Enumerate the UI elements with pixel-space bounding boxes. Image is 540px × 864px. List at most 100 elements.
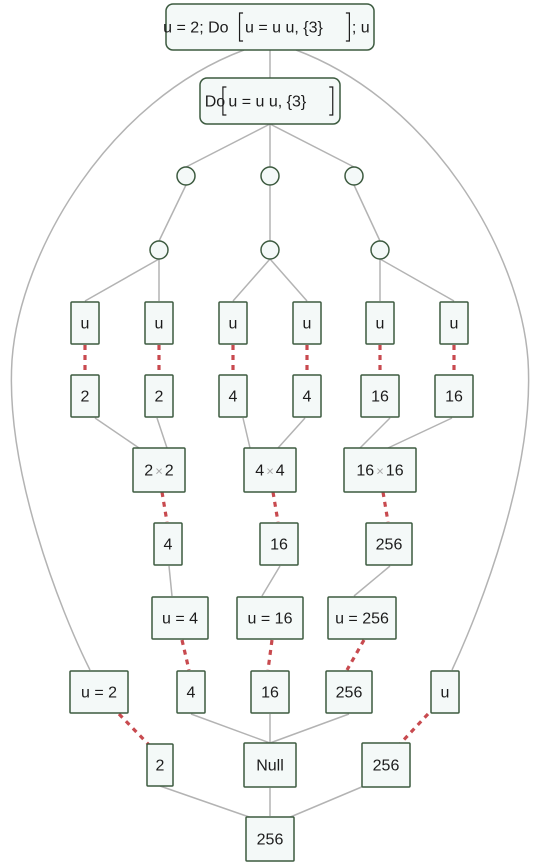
iteration-1-left-symbol-box bbox=[70, 301, 100, 345]
iteration-1-set-node bbox=[176, 166, 196, 186]
eval-iteration-2-product bbox=[271, 491, 280, 523]
iteration-2-right-symbol: u bbox=[292, 301, 322, 345]
iteration-1-assignment-label: u = 4 bbox=[162, 611, 198, 628]
iteration-2-right-value-label: 4 bbox=[303, 389, 312, 406]
iteration-1-assignment-box bbox=[151, 596, 209, 640]
iteration-3-assignment-label: u = 256 bbox=[335, 611, 389, 628]
final-result-box bbox=[245, 816, 295, 862]
times-sign: × bbox=[266, 464, 274, 479]
iteration-1-times-node bbox=[149, 240, 169, 260]
final-result-label: 256 bbox=[257, 832, 284, 849]
edge-iteration-3-left-value bbox=[359, 417, 391, 449]
edge-layer bbox=[10, 49, 530, 819]
iteration-2-left-symbol: u bbox=[218, 301, 248, 345]
iteration-3-product: 16×16 bbox=[343, 447, 417, 493]
edge-iteration-1-set-body bbox=[158, 184, 187, 242]
edge-root-initial-assignment bbox=[10, 49, 245, 671]
do-loop-node-box bbox=[199, 77, 341, 125]
iteration-3-assigned-value-box bbox=[325, 670, 373, 714]
edge-iteration-2-left-value bbox=[242, 417, 251, 449]
iteration-1-assigned-value: 4 bbox=[176, 670, 206, 714]
edge-iteration-2-times-left bbox=[232, 258, 271, 302]
iteration-2-times-node bbox=[260, 240, 280, 260]
root-compound-expression-args: u = u u, {3} bbox=[245, 20, 324, 37]
iteration-3-left-symbol-box bbox=[365, 301, 395, 345]
edge-iteration-1-times-left bbox=[84, 258, 160, 302]
product-right-factor: 16 bbox=[386, 463, 404, 480]
iteration-3-left-value-box bbox=[360, 374, 400, 418]
iteration-2-product-value: 16 bbox=[259, 522, 299, 566]
initial-assignment-box bbox=[69, 670, 129, 714]
edge-iteration-2-times-right bbox=[269, 258, 308, 302]
edge-iteration-3-to-null bbox=[269, 713, 350, 744]
root-compound-expression-tail: ; u bbox=[352, 20, 370, 37]
iteration-1-product-value-label: 4 bbox=[164, 537, 173, 554]
iteration-3-assigned-value: 256 bbox=[325, 670, 373, 714]
iteration-3-assignment: u = 256 bbox=[327, 596, 397, 640]
iteration-2-assignment-box bbox=[236, 596, 304, 640]
eval-initial-assignment bbox=[117, 712, 152, 748]
final-symbol-value-label: 256 bbox=[373, 758, 400, 775]
product-left-factor: 16 bbox=[356, 463, 374, 480]
do-result-null-label: Null bbox=[256, 758, 284, 775]
iteration-3-product-label: 16×16 bbox=[356, 463, 403, 480]
iteration-1-right-value-box bbox=[144, 374, 174, 418]
root-compound-expression-head: u = 2; Do bbox=[163, 20, 228, 37]
iteration-2-product-value-box bbox=[259, 522, 299, 566]
iteration-1-left-symbol: u bbox=[70, 301, 100, 345]
left-bracket bbox=[238, 12, 244, 42]
iteration-1-left-value: 2 bbox=[70, 374, 100, 418]
edge-iteration-3-product-value bbox=[353, 565, 391, 597]
iteration-2-left-value-label: 4 bbox=[229, 389, 238, 406]
iteration-2-left-symbol-label: u bbox=[229, 316, 238, 333]
iteration-1-product-label: 2×2 bbox=[144, 463, 174, 480]
iteration-2-product: 4×4 bbox=[243, 447, 297, 493]
iteration-3-times-node bbox=[370, 240, 390, 260]
iteration-3-right-symbol: u bbox=[439, 301, 469, 345]
final-symbol-label: u bbox=[441, 685, 450, 702]
edge-do-iteration-3 bbox=[269, 123, 355, 168]
eval-final-symbol bbox=[396, 712, 430, 748]
iteration-1-assignment: u = 4 bbox=[151, 596, 209, 640]
iteration-2-product-value-label: 16 bbox=[270, 537, 288, 554]
product-left-factor: 2 bbox=[144, 463, 153, 480]
iteration-3-right-symbol-box bbox=[439, 301, 469, 345]
iteration-2-right-symbol-label: u bbox=[303, 316, 312, 333]
final-symbol-box bbox=[430, 670, 460, 714]
iteration-3-right-value-box bbox=[434, 374, 474, 418]
eval-iteration-3-assignment bbox=[345, 639, 366, 671]
iteration-1-left-value-box bbox=[70, 374, 100, 418]
iteration-1-assigned-value-box bbox=[176, 670, 206, 714]
iteration-1-right-value-label: 2 bbox=[155, 389, 164, 406]
iteration-2-set-node bbox=[260, 166, 280, 186]
initial-assignment-label: u = 2 bbox=[81, 685, 117, 702]
initial-assignment: u = 2 bbox=[69, 670, 129, 714]
iteration-1-left-symbol-label: u bbox=[81, 316, 90, 333]
edge-iteration-2-right-value bbox=[277, 417, 306, 449]
edge-iteration-1-right-value bbox=[156, 417, 168, 449]
edge-iteration-1-product-value bbox=[168, 565, 173, 597]
iteration-2-assigned-value: 16 bbox=[250, 670, 290, 714]
iteration-2-right-value-box bbox=[292, 374, 322, 418]
final-result: 256 bbox=[245, 816, 295, 862]
edge-do-iteration-1 bbox=[185, 123, 271, 168]
iteration-1-product-value-box bbox=[153, 522, 183, 566]
iteration-3-product-value-box bbox=[365, 522, 413, 566]
edge-iteration-3-times-right bbox=[379, 258, 455, 302]
iteration-1-product-value: 4 bbox=[153, 522, 183, 566]
iteration-2-assignment: u = 16 bbox=[236, 596, 304, 640]
edge-iteration-2-product-value bbox=[261, 565, 281, 597]
iteration-3-left-value: 16 bbox=[360, 374, 400, 418]
iteration-2-right-value: 4 bbox=[292, 374, 322, 418]
iteration-1-right-symbol: u bbox=[144, 301, 174, 345]
edge-iteration-3-right-value bbox=[387, 417, 453, 449]
times-sign: × bbox=[155, 464, 163, 479]
iteration-3-set-node bbox=[344, 166, 364, 186]
eval-iteration-1-product bbox=[160, 491, 169, 523]
product-right-factor: 4 bbox=[276, 463, 285, 480]
iteration-3-assigned-value-label: 256 bbox=[336, 685, 363, 702]
iteration-1-right-symbol-label: u bbox=[155, 316, 164, 333]
iteration-3-product-box bbox=[343, 447, 417, 493]
